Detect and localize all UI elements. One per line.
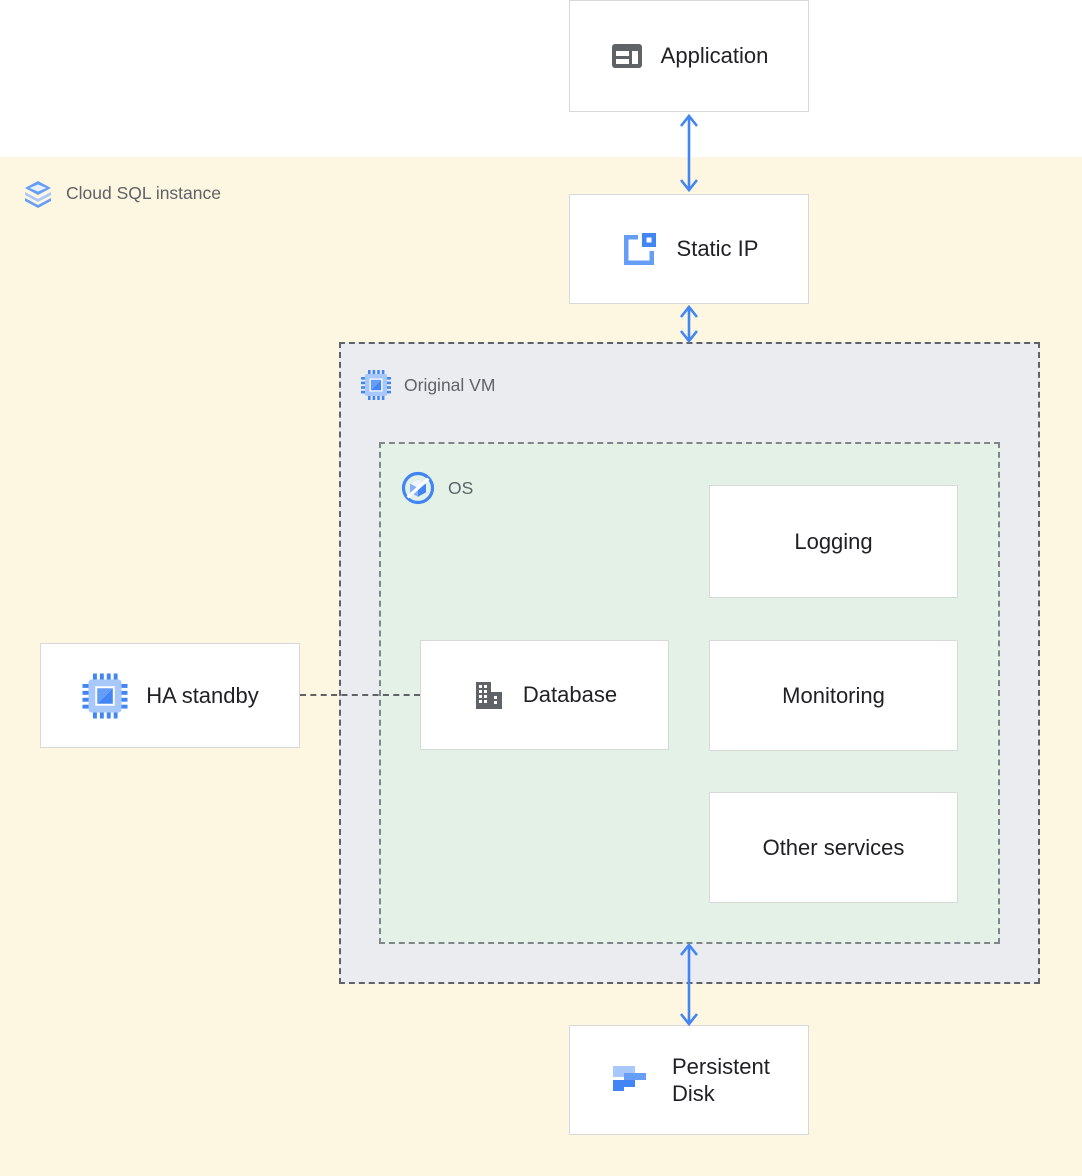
node-label-persistent-disk: Persistent Disk bbox=[672, 1053, 770, 1107]
node-ha-standby[interactable]: HA standby bbox=[40, 643, 300, 748]
node-label-other-services: Other services bbox=[762, 834, 905, 860]
application-layout-icon bbox=[610, 39, 644, 73]
database-building-icon bbox=[472, 678, 506, 712]
connector-os-to-persistent-disk bbox=[673, 942, 705, 1028]
zone-title-cloud-sql: Cloud SQL instance bbox=[66, 182, 221, 203]
node-logging[interactable]: Logging bbox=[709, 485, 958, 598]
node-label-logging: Logging bbox=[794, 528, 873, 554]
static-ip-icon bbox=[620, 229, 660, 269]
cloud-sql-icon bbox=[22, 177, 54, 209]
connector-static-ip-to-vm bbox=[673, 304, 705, 344]
zone-label-os: OS bbox=[400, 470, 473, 506]
connector-ha-standby-to-database bbox=[300, 694, 420, 696]
node-database[interactable]: Database bbox=[420, 640, 669, 750]
zone-label-cloud-sql-instance: Cloud SQL instance bbox=[22, 177, 221, 209]
zone-title-os: OS bbox=[448, 477, 474, 498]
os-container-icon bbox=[400, 470, 436, 506]
node-application[interactable]: Application bbox=[569, 0, 809, 112]
node-label-static-ip: Static IP bbox=[676, 236, 759, 262]
connector-application-to-static-ip bbox=[673, 112, 705, 194]
node-other-services[interactable]: Other services bbox=[709, 792, 958, 903]
node-persistent-disk[interactable]: Persistent Disk bbox=[569, 1025, 809, 1135]
vm-chip-icon bbox=[360, 369, 392, 401]
node-label-database: Database bbox=[522, 682, 618, 708]
node-label-application: Application bbox=[660, 43, 769, 69]
vm-chip-icon bbox=[81, 672, 129, 720]
zone-label-original-vm: Original VM bbox=[360, 369, 495, 401]
node-label-monitoring: Monitoring bbox=[782, 682, 885, 708]
node-static-ip[interactable]: Static IP bbox=[569, 194, 809, 304]
persistent-disk-icon bbox=[610, 1060, 650, 1100]
node-label-ha-standby: HA standby bbox=[146, 682, 259, 708]
zone-title-original-vm: Original VM bbox=[404, 374, 496, 395]
node-monitoring[interactable]: Monitoring bbox=[709, 640, 958, 751]
